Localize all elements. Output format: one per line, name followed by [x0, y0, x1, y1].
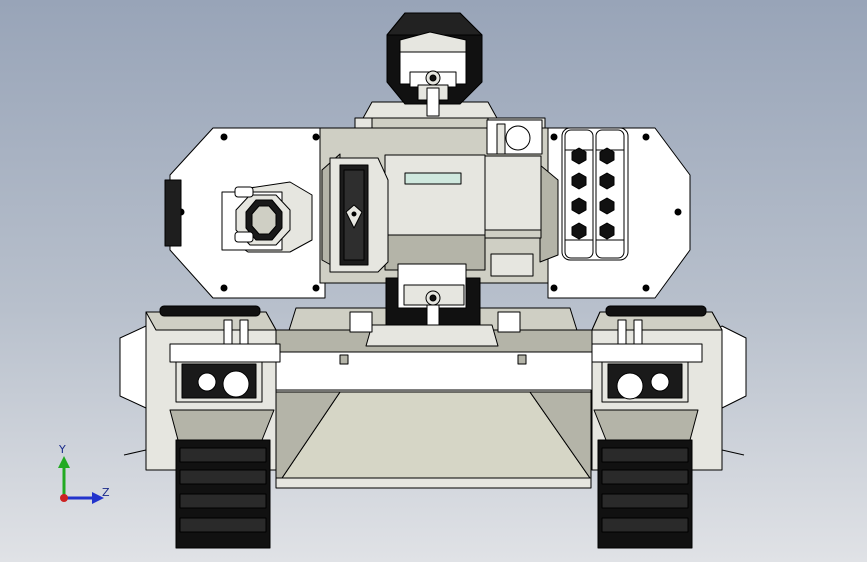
left-cannon	[221, 181, 313, 253]
central-vent	[329, 157, 389, 273]
left-track-module	[119, 305, 281, 549]
lower-body	[275, 389, 592, 489]
missile-pod	[561, 127, 629, 261]
right-track-module	[591, 305, 747, 549]
front-gun-mount	[349, 263, 521, 347]
sensor-head	[386, 12, 483, 117]
y-axis-label: Y	[59, 443, 66, 456]
z-axis-label: Z	[102, 486, 110, 499]
